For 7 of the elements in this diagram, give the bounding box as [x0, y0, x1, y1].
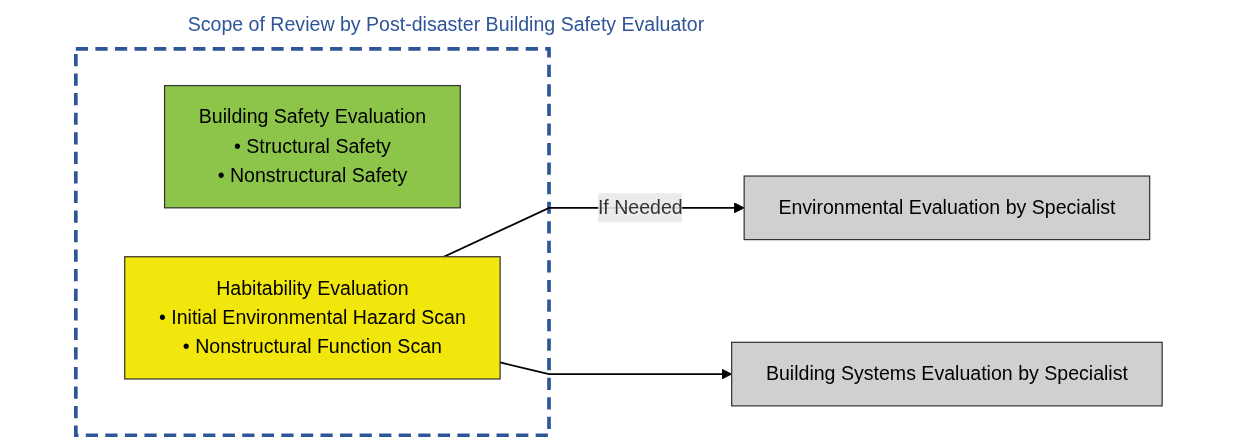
node-label: Scope of Review by Post-disaster Building Safety Evaluator	[187, 13, 705, 35]
node-box: Habitability Evaluation • Initial Environmental Hazard Scan • Nonstructural Function Scan	[124, 256, 501, 380]
node-box: Environmental Evaluation by Specialist	[743, 175, 1151, 241]
edge-label: If Needed	[597, 196, 683, 218]
cluster	[74, 47, 551, 438]
node-box: Building Systems Evaluation by Specialist	[731, 341, 1163, 407]
node-box: Building Safety Evaluation • Structural Safety • Nonstructural Safety	[163, 84, 461, 209]
